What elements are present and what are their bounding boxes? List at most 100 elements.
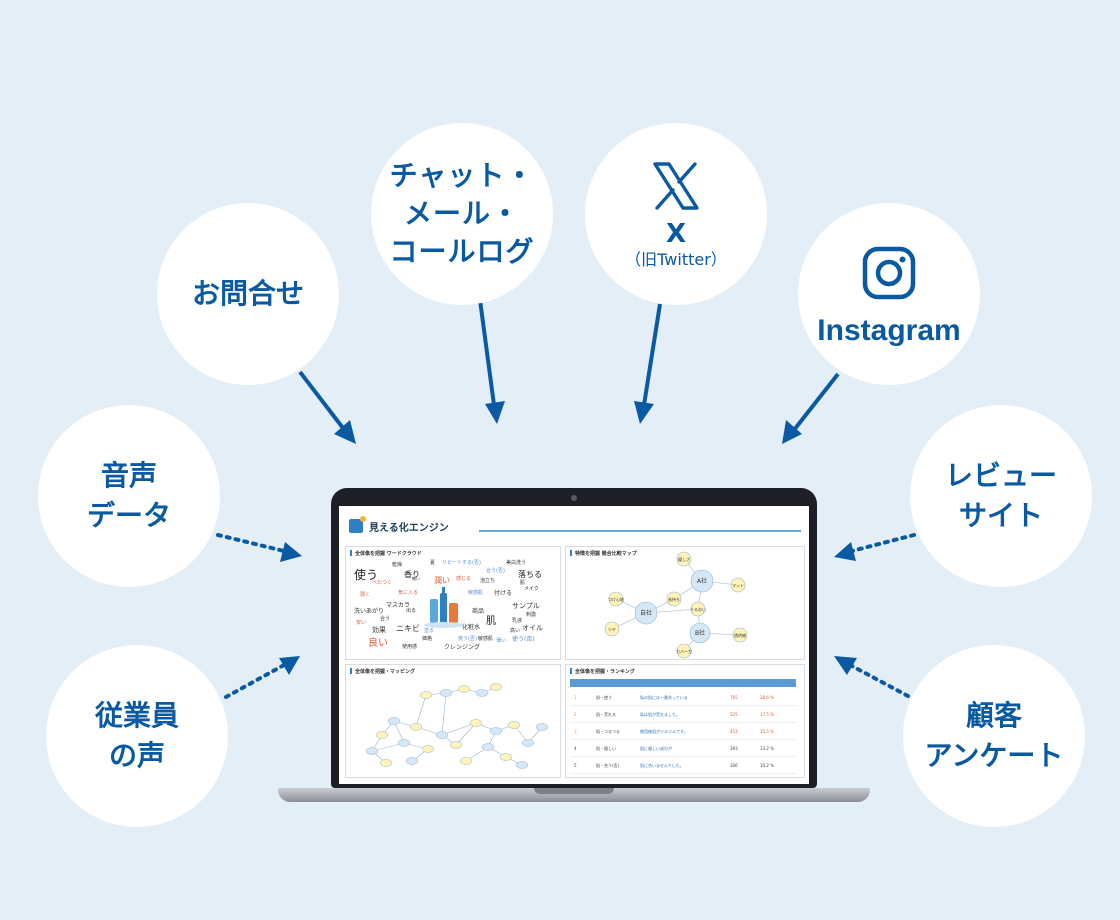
arrow-inquiry xyxy=(298,370,348,434)
mapping-node xyxy=(435,731,449,739)
source-review-site: レビュー サイト xyxy=(910,405,1092,587)
source-employee-voice: 従業員 の声 xyxy=(46,645,228,827)
ranking-cell-text: 肌に優しい成分が xyxy=(640,746,672,751)
laptop-screen: 見える化エンジン 全体像を把握 ワードクラウド 使う乾燥香り夏リピートする(否)… xyxy=(339,506,809,784)
arrow-chat-head xyxy=(485,401,505,424)
compare-node-label: カバー力 xyxy=(676,648,692,654)
mapping-node xyxy=(469,719,483,727)
wordcloud-word: 出る xyxy=(406,608,417,614)
wordcloud-word: 泡立ち xyxy=(480,578,496,584)
ranking-cell-no: 4 xyxy=(574,746,577,751)
ranking-cell-count: 765 xyxy=(730,695,738,700)
wordcloud-word: 使う xyxy=(354,568,379,582)
wordcloud-word: サンプル xyxy=(512,602,540,610)
ranking-cell-count: 393 xyxy=(730,746,738,751)
wordcloud-word: 使う(否) xyxy=(512,636,535,643)
mapping-edge xyxy=(455,722,477,746)
mapping-node xyxy=(475,689,489,697)
ranking-cell-pct: 17.5 % xyxy=(760,712,774,717)
mapping-node xyxy=(397,739,411,747)
wordcloud-word: ニキビ xyxy=(396,624,420,633)
source-voice-data: 音声 データ xyxy=(38,405,220,587)
wordcloud-word: 美白洗う xyxy=(506,560,527,566)
mapping-node xyxy=(481,743,495,751)
compare-node xyxy=(608,591,624,607)
panel-mapping-title: 全体像を把握・マッピング xyxy=(350,668,415,675)
source-employee-label: 従業員 の声 xyxy=(94,699,179,772)
compare-node-label: ツヤ xyxy=(608,627,616,632)
compare-map: A社自社B社優しさマットつけ心地長持ちうるおいツヤ透明感カバー力 xyxy=(604,551,748,659)
wordcloud-word: 使用感 xyxy=(402,644,418,650)
compare-node-label: つけ心地 xyxy=(608,596,624,602)
mapping-node xyxy=(507,721,521,729)
wordcloud-word: 敏感肌 xyxy=(468,590,484,596)
compare-node xyxy=(690,601,706,617)
ranking-cell-pct: 13.2 % xyxy=(760,746,774,751)
mapping-node xyxy=(439,689,453,697)
mapping-node xyxy=(421,745,435,753)
source-review-label: レビュー サイト xyxy=(944,459,1057,532)
panel-compare-title: 特徴を把握 競合比較マップ xyxy=(570,550,637,557)
wordcloud-word: 刺激 xyxy=(526,612,537,618)
arrow-employee-head xyxy=(279,656,300,675)
wordcloud-word: 弱く xyxy=(360,592,371,598)
wordcloud-word: 合う(否) xyxy=(486,568,505,574)
ranking-cell-word: 肌・優しい xyxy=(596,746,616,751)
compare-node-label: B社 xyxy=(695,629,705,637)
wordcloud-word: 落ちる xyxy=(518,570,542,579)
arrow-x-head xyxy=(634,401,654,424)
ranking-cell-count: 306 xyxy=(730,763,738,768)
wordcloud-word: 合う xyxy=(380,616,391,622)
compare-node xyxy=(730,577,746,593)
wordcloud-word: オイル xyxy=(522,624,543,632)
compare-node-label: 優しさ xyxy=(678,556,690,562)
compare-node xyxy=(690,569,714,593)
screen-header-rule xyxy=(479,530,801,532)
source-chat-mail-call: チャット・ メール・ コールログ xyxy=(371,123,553,305)
mapping-node xyxy=(499,753,513,761)
wordcloud-word: 安い xyxy=(356,620,367,626)
mapping-node xyxy=(419,691,433,699)
mapping-network xyxy=(365,683,549,769)
wordcloud-word: 肌 xyxy=(486,616,496,627)
wordcloud-word: 香り xyxy=(404,570,420,579)
mapping-node xyxy=(449,741,463,749)
screen-header: 見える化エンジン xyxy=(349,514,801,538)
engine-logo-icon xyxy=(349,516,366,533)
wordcloud-word: リピートする(否) xyxy=(442,560,481,566)
mapping-edge xyxy=(393,720,405,744)
dotted-arrows xyxy=(216,533,916,699)
cosmetics-illustration xyxy=(424,587,464,628)
wordcloud-word: 使う(否) xyxy=(458,636,477,642)
mapping-node xyxy=(379,759,393,767)
laptop-notch xyxy=(534,788,614,794)
mapping-edge xyxy=(415,694,427,728)
ranking-cell-word: 肌・つるつる xyxy=(596,729,620,734)
arrow-inquiry-head xyxy=(334,420,356,444)
panel-wordcloud-title: 全体像を把握 ワードクラウド xyxy=(350,550,422,557)
wordcloud-word: 感じる xyxy=(456,576,472,582)
mapping-node xyxy=(459,757,473,765)
arrow-employee xyxy=(224,663,286,699)
laptop-camera xyxy=(571,495,577,501)
arrow-voice xyxy=(216,533,286,553)
source-voice-label: 音声 データ xyxy=(86,459,171,532)
source-customer-survey: 顧客 アンケート xyxy=(903,645,1085,827)
wordcloud-word: 敏感肌 xyxy=(478,636,494,642)
source-chat-label: チャット・ メール・ コールログ xyxy=(389,159,535,268)
compare-node-label: うるおい xyxy=(690,606,706,612)
ranking-cell-count: 453 xyxy=(730,729,738,734)
laptop: 見える化エンジン 全体像を把握 ワードクラウド 使う乾燥香り夏リピートする(否)… xyxy=(278,488,870,814)
arrow-chat xyxy=(478,299,496,406)
compare-node xyxy=(634,601,658,625)
wordcloud-word: 化粧水 xyxy=(462,624,481,631)
wordcloud-word: 商品 xyxy=(472,608,485,615)
compare-node xyxy=(732,627,748,643)
ranking-cell-pct: 15.5 % xyxy=(760,729,774,734)
